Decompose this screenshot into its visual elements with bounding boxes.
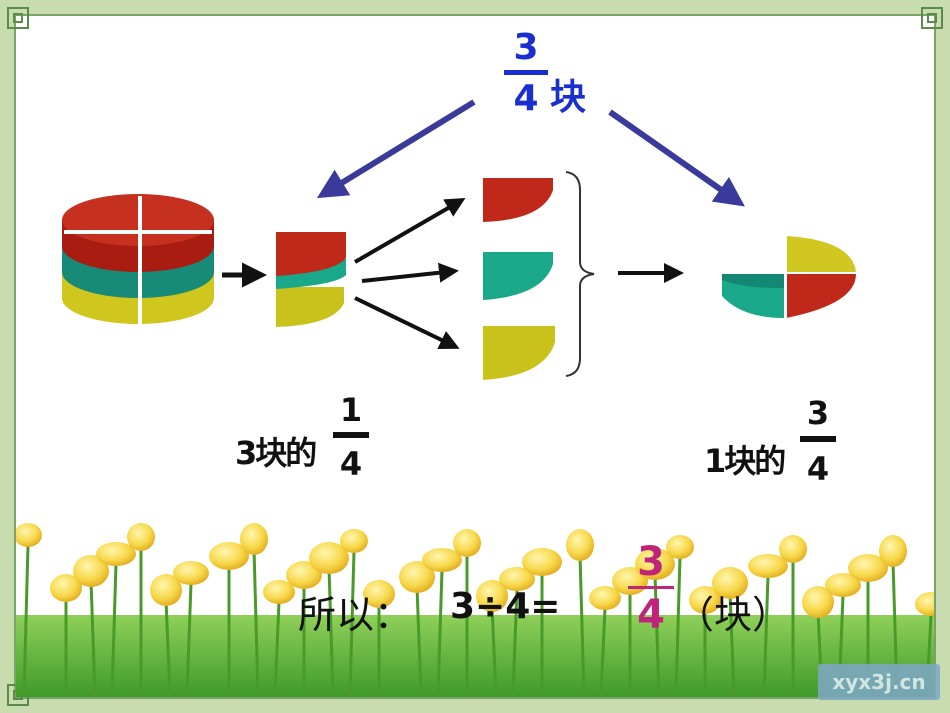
right-caption-prefix: 1块的 — [704, 442, 786, 480]
yellow-quarter-slice — [483, 326, 555, 380]
conclusion-prefix: 所以： — [298, 593, 413, 637]
fraction-bar — [800, 436, 836, 442]
flower-field-illustration — [16, 523, 934, 697]
red-quarter-slice — [483, 178, 553, 222]
corner-ornament-top-right-icon — [921, 7, 943, 29]
fraction-bar — [333, 432, 369, 438]
right-fraction-numerator: 3 — [806, 394, 830, 432]
top-fraction-denominator: 4 — [513, 78, 539, 119]
fraction-bar — [628, 586, 674, 589]
left-caption-fraction: 1 4 — [333, 392, 369, 482]
conclusion-numerator: 3 — [637, 539, 665, 585]
fraction-bar — [504, 70, 548, 75]
corner-ornament-top-left-icon — [7, 7, 29, 29]
three-stacked-cakes — [62, 194, 214, 326]
top-fraction-numerator: 3 — [513, 27, 539, 68]
left-caption-prefix: 3块的 — [235, 434, 317, 472]
brace — [565, 171, 595, 377]
top-fraction: 3 4 — [500, 28, 552, 119]
conclusion-denominator: 4 — [637, 592, 665, 638]
right-fraction-denominator: 4 — [806, 450, 830, 488]
three-quarter-cake — [722, 236, 856, 320]
right-caption-fraction: 3 4 — [800, 394, 836, 488]
conclusion-expression: 3÷4= — [450, 586, 561, 627]
left-fraction-denominator: 4 — [339, 445, 363, 483]
teal-quarter-slice — [483, 252, 553, 300]
top-fraction-unit: 块 — [550, 77, 587, 118]
conclusion-unit: （块） — [676, 593, 791, 637]
left-fraction-numerator: 1 — [339, 391, 363, 429]
conclusion-fraction: 3 4 — [628, 540, 674, 637]
watermark-logo: xyx3j.cn — [818, 664, 940, 700]
stacked-quarter-slices — [276, 232, 346, 327]
